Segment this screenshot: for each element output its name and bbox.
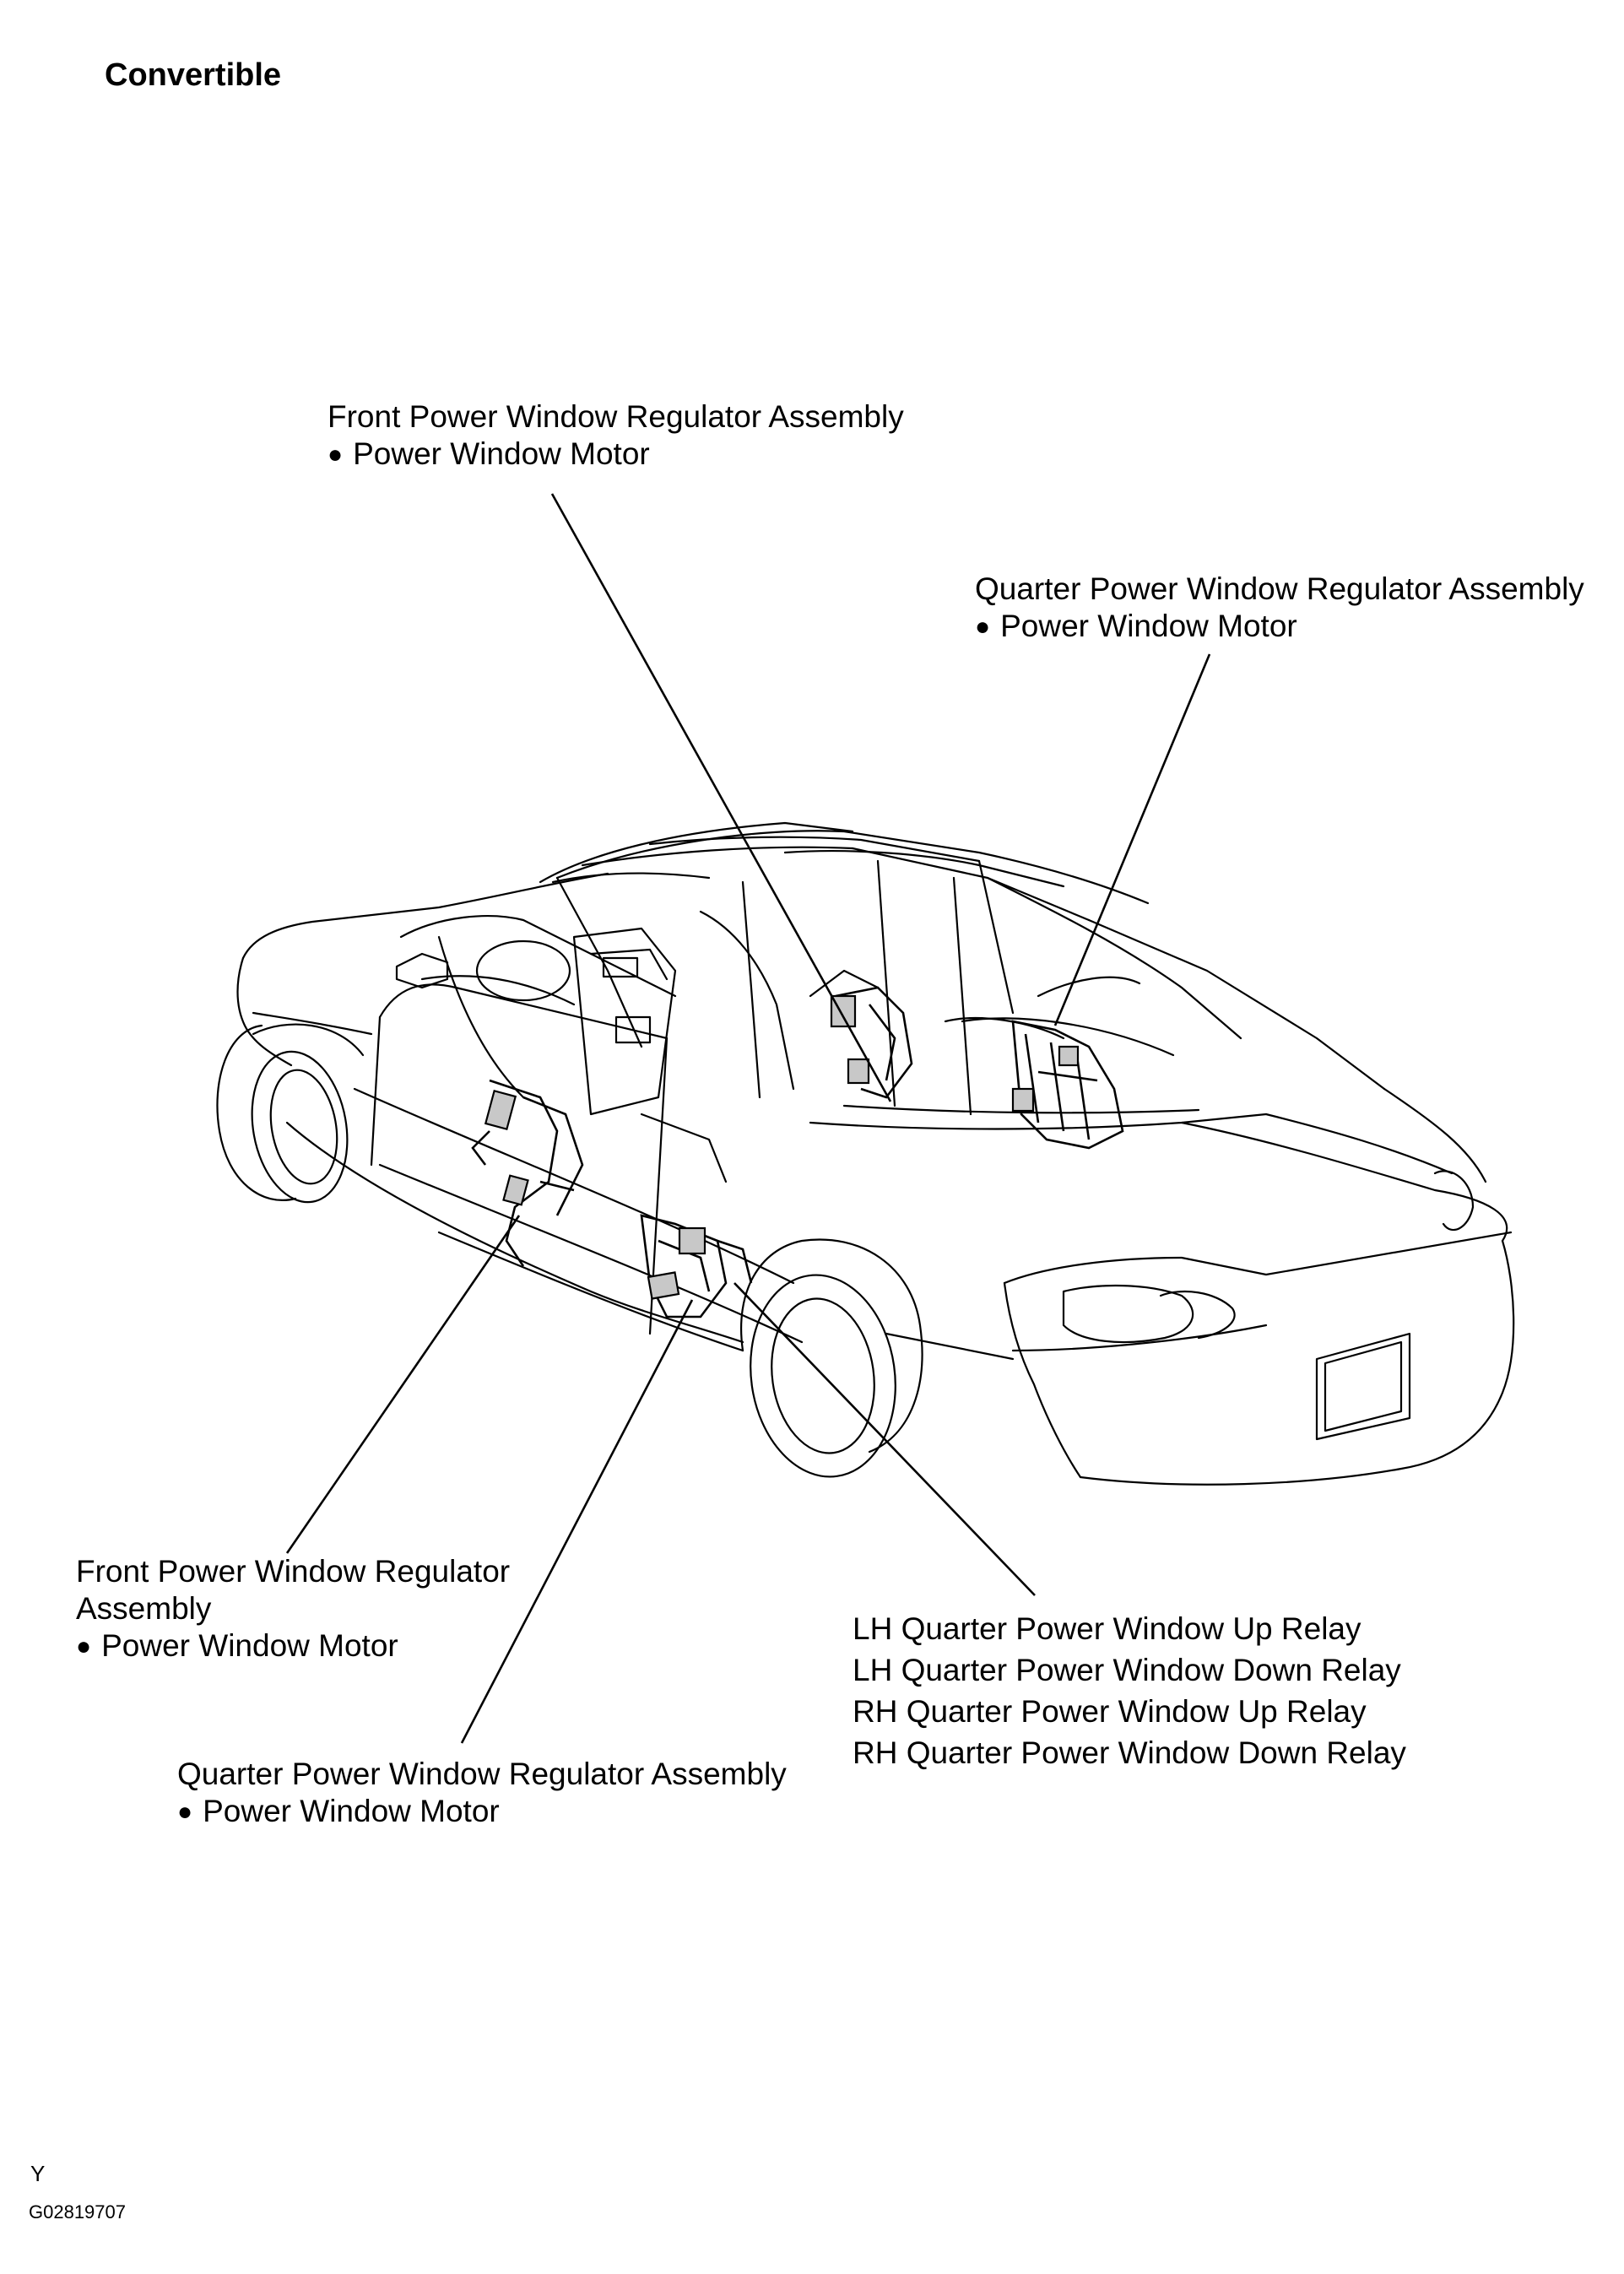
figure-id: G02819707 bbox=[29, 2201, 126, 2223]
relay-label: LH Quarter Power Window Up Relay bbox=[853, 1611, 1361, 1646]
leader-relays bbox=[734, 1282, 1036, 1596]
callout-front-regulator-top: Front Power Window Regulator Assembly Po… bbox=[328, 398, 904, 475]
page-title: Convertible bbox=[105, 57, 282, 93]
quarter-left-regulator bbox=[640, 1214, 753, 1318]
leader-lines bbox=[285, 493, 1211, 1744]
footer-mark: Y bbox=[30, 2161, 46, 2186]
callout-sublabel: Power Window Motor bbox=[76, 1627, 510, 1667]
leader-front-top bbox=[550, 493, 892, 1102]
callout-sublabel: Power Window Motor bbox=[328, 436, 904, 475]
front-right-regulator bbox=[830, 986, 913, 1099]
callout-sublabel: Power Window Motor bbox=[975, 608, 1584, 647]
callout-label: Front Power Window Regulator Assembly bbox=[328, 399, 904, 434]
relay-label: RH Quarter Power Window Up Relay bbox=[853, 1694, 1367, 1729]
callout-sublabel: Power Window Motor bbox=[177, 1793, 787, 1833]
callout-label: Quarter Power Window Regulator Assembly bbox=[177, 1757, 787, 1791]
relay-label: LH Quarter Power Window Down Relay bbox=[853, 1653, 1401, 1687]
car-body bbox=[216, 821, 1515, 1486]
leader-front-bottom bbox=[285, 1215, 521, 1554]
front-left-regulator bbox=[471, 1079, 584, 1267]
callout-quarter-regulator-bottom: Quarter Power Window Regulator Assembly … bbox=[177, 1756, 787, 1833]
callout-relays: LH Quarter Power Window Up Relay LH Quar… bbox=[853, 1608, 1406, 1773]
leader-quarter-bottom bbox=[460, 1299, 694, 1744]
callout-label: Front Power Window Regulator bbox=[76, 1554, 511, 1589]
callout-front-regulator-bottom: Front Power Window Regulator Assembly Po… bbox=[76, 1553, 510, 1667]
callout-label-cont: Assembly bbox=[76, 1591, 212, 1626]
leader-quarter-top bbox=[1053, 653, 1211, 1026]
quarter-right-regulator bbox=[1011, 1020, 1124, 1150]
relay-label: RH Quarter Power Window Down Relay bbox=[853, 1735, 1406, 1770]
callout-label: Quarter Power Window Regulator Assembly bbox=[975, 571, 1584, 606]
callout-quarter-regulator-top: Quarter Power Window Regulator Assembly … bbox=[975, 571, 1584, 647]
